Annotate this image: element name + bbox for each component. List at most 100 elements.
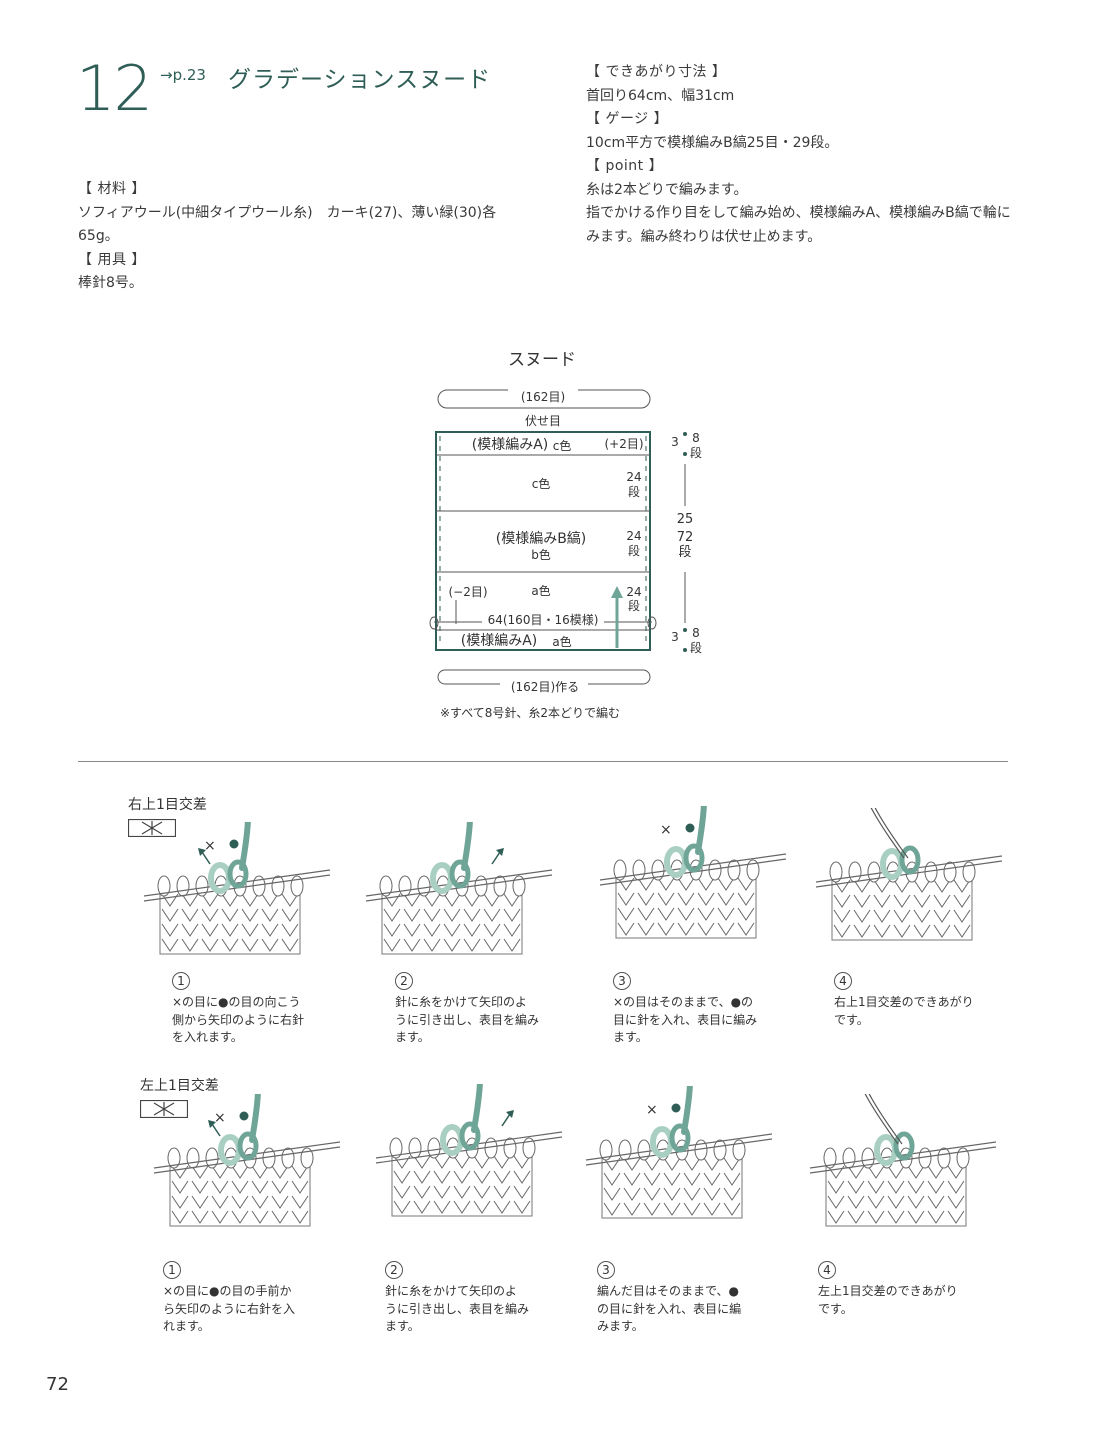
knitting-illustration xyxy=(815,808,1003,941)
snood-body xyxy=(435,431,651,651)
step-number: 2 xyxy=(385,1261,403,1279)
width-label-mask xyxy=(482,612,604,628)
size-line: 首回り64cm、幅31cm xyxy=(586,87,735,104)
direction-arrow-head xyxy=(611,586,623,598)
page-reference: →p.23 xyxy=(160,66,206,84)
left-step-3: 3 編んだ目はそのままで、● の目に針を入れ、表目に編 みます。 xyxy=(597,1261,741,1336)
materials-line: 65g。 xyxy=(78,228,119,244)
right-cross-symbol xyxy=(128,819,176,837)
knitting-illustration xyxy=(375,1084,563,1217)
left-step-1: 1 ×の目に●の目の手前か ら矢印のように右針を入 れます。 xyxy=(163,1261,295,1336)
total-cm: 25 xyxy=(677,512,694,527)
step-line: 側から矢印のように右針 xyxy=(172,1012,305,1027)
left-cross-symbol xyxy=(140,1100,188,1118)
c-color-label: c色 xyxy=(532,477,551,491)
width-line-end xyxy=(647,616,657,630)
step-line: れます。 xyxy=(163,1319,210,1333)
step-number: 3 xyxy=(613,972,631,990)
knitting-illustration: × xyxy=(153,1094,341,1227)
bottom-count-mask xyxy=(500,680,588,696)
x-mark: × xyxy=(214,1110,226,1126)
rows-unit-label: 段 xyxy=(628,484,640,499)
step-line: うに引き出し、表目を編み xyxy=(395,1012,540,1027)
step-line: ます。 xyxy=(395,1030,430,1044)
dot-mark xyxy=(671,1103,681,1113)
band-a-top-color: c色 xyxy=(553,439,572,453)
step-line: うに引き出し、表目を編み xyxy=(385,1301,530,1316)
diagram-title: スヌード xyxy=(508,350,576,370)
gauge-line: 10cm平方で模様編みB縞25目・29段。 xyxy=(586,134,839,151)
step-line: ×の目はそのままで、●の xyxy=(613,995,754,1009)
x-mark: × xyxy=(660,822,672,838)
band-a-bottom-label: (模様編みA) xyxy=(461,633,538,649)
knitting-illustration: × xyxy=(143,822,331,955)
point-line: 指でかける作り目をして編み始め、模様編みA、模様編みB縞で輪に xyxy=(586,205,1011,221)
rows-24-label: 24 xyxy=(626,585,641,599)
decrease-label: (−2目) xyxy=(448,585,487,599)
step-line: ×の目に●の目の向こう xyxy=(172,995,301,1009)
step-number: 1 xyxy=(163,1261,181,1279)
step-line: ら矢印のように右針を入 xyxy=(163,1301,296,1316)
section-divider xyxy=(78,761,1008,762)
diagram-note: ※すべて8号針、糸2本どりで編む xyxy=(440,705,620,720)
top-count-label: (162目) xyxy=(521,390,565,404)
rows-bottom-cm: 3 xyxy=(671,630,679,644)
b-color-label: b色 xyxy=(531,548,551,562)
pattern-number: 12 xyxy=(76,52,153,125)
step-number: 1 xyxy=(172,972,190,990)
knitting-illustration xyxy=(365,822,553,955)
right-step-1: 1 ×の目に●の目の向こう 側から矢印のように右針 を入れます。 xyxy=(172,972,304,1047)
left-step-4: 4 左上1目交差のできあがり です。 xyxy=(818,1261,958,1318)
point-heading: 【 point 】 xyxy=(586,158,664,174)
rows-bottom-n: 8 xyxy=(692,626,700,640)
knitting-illustration: × xyxy=(585,1086,773,1219)
a-color-label: a色 xyxy=(531,584,550,598)
step-line: ます。 xyxy=(613,1030,648,1044)
rows-top-cm: 3 xyxy=(671,435,679,449)
step-line: 編んだ目はそのままで、● xyxy=(597,1284,739,1298)
rows-24-label: 24 xyxy=(626,529,641,543)
step-number: 3 xyxy=(597,1261,615,1279)
rows-unit-label: 段 xyxy=(628,543,640,558)
specs-block: 【 できあがり寸法 】 首回り64cm、幅31cm 【 ゲージ 】 10cm平方… xyxy=(586,61,1011,249)
total-rows-unit: 段 xyxy=(678,545,691,560)
materials-tools-block: 【 材料 】 ソフィアウール(中細タイプウール糸) カーキ(27)、薄い緑(30… xyxy=(78,178,496,296)
tools-line: 棒針8号。 xyxy=(78,275,143,291)
x-mark: × xyxy=(646,1102,658,1118)
rows-top-unit: 段 xyxy=(690,445,702,460)
rows-unit-label: 段 xyxy=(628,598,640,613)
increase-label: (+2目) xyxy=(604,437,643,451)
step-line: の目に針を入れ、表目に編 xyxy=(597,1301,742,1316)
point-line: 糸は2本どりで編みます。 xyxy=(586,181,748,198)
dim-dot xyxy=(683,432,687,436)
top-count-mask xyxy=(508,388,578,404)
size-heading: 【 できあがり寸法 】 xyxy=(586,64,727,80)
step-line: 針に糸をかけて矢印のよ xyxy=(395,995,528,1009)
materials-line: ソフィアウール(中細タイプウール糸) カーキ(27)、薄い緑(30)各 xyxy=(78,204,497,221)
snood-diagram: スヌード (162目) 伏せ目 (模様編みA) c色 (+2目) c色 (模様編… xyxy=(429,350,702,720)
step-number: 4 xyxy=(834,972,852,990)
step-line: ます。 xyxy=(385,1319,420,1333)
rows-top-n: 8 xyxy=(692,431,700,445)
step-line: を入れます。 xyxy=(172,1030,243,1044)
materials-heading: 【 材料 】 xyxy=(78,181,146,197)
dot-mark xyxy=(239,1111,249,1121)
gauge-heading: 【 ゲージ 】 xyxy=(586,111,669,127)
right-cross-heading: 右上1目交差 xyxy=(128,797,207,813)
width-line-end xyxy=(429,616,439,630)
dim-dot xyxy=(683,628,687,632)
point-line: みます。編み終わりは伏せ止めます。 xyxy=(586,228,822,245)
step-line: 目に針を入れ、表目に編み xyxy=(613,1012,758,1027)
knitting-illustration xyxy=(809,1094,997,1227)
step-line: 針に糸をかけて矢印のよ xyxy=(385,1284,518,1298)
tools-heading: 【 用具 】 xyxy=(78,251,146,268)
step-line: 右上1目交差のできあがり xyxy=(834,995,974,1009)
bind-off-label: 伏せ目 xyxy=(525,414,561,428)
rows-24-label: 24 xyxy=(626,470,641,484)
pattern-title: グラデーションスヌード xyxy=(228,67,492,93)
step-line: みます。 xyxy=(597,1319,644,1333)
page-number: 72 xyxy=(46,1374,69,1395)
right-step-3: 3 ×の目はそのままで、●の 目に針を入れ、表目に編み ます。 xyxy=(613,972,757,1047)
left-step-2: 2 針に糸をかけて矢印のよ うに引き出し、表目を編み ます。 xyxy=(385,1261,529,1336)
dim-dot xyxy=(683,452,687,456)
